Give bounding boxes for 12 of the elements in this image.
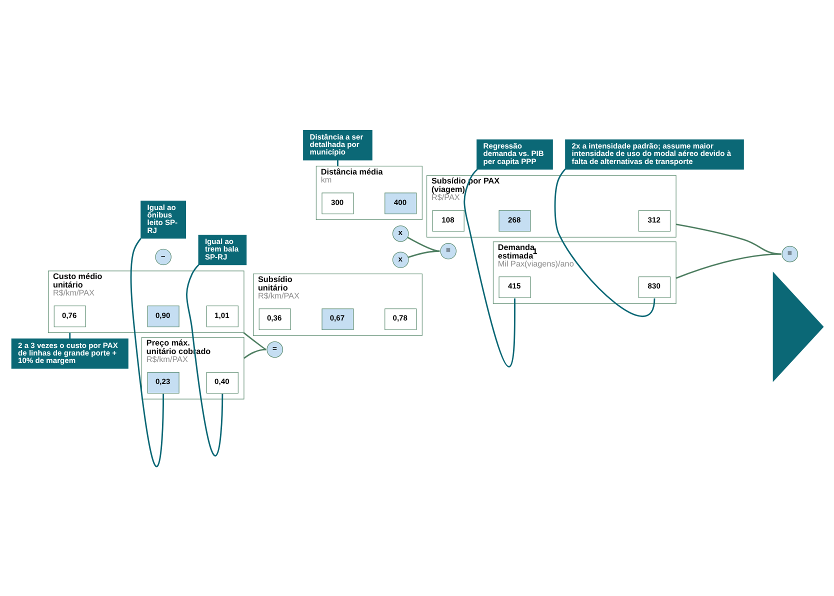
connector [675,223,781,254]
connector [407,250,440,258]
connector [675,252,781,278]
connector [406,236,440,252]
connector [463,168,515,366]
connector [130,238,164,466]
connector [554,168,655,316]
node-triangle [772,271,824,382]
connector [68,332,70,338]
connector [336,160,338,166]
connector [186,264,223,456]
connector [243,348,266,358]
